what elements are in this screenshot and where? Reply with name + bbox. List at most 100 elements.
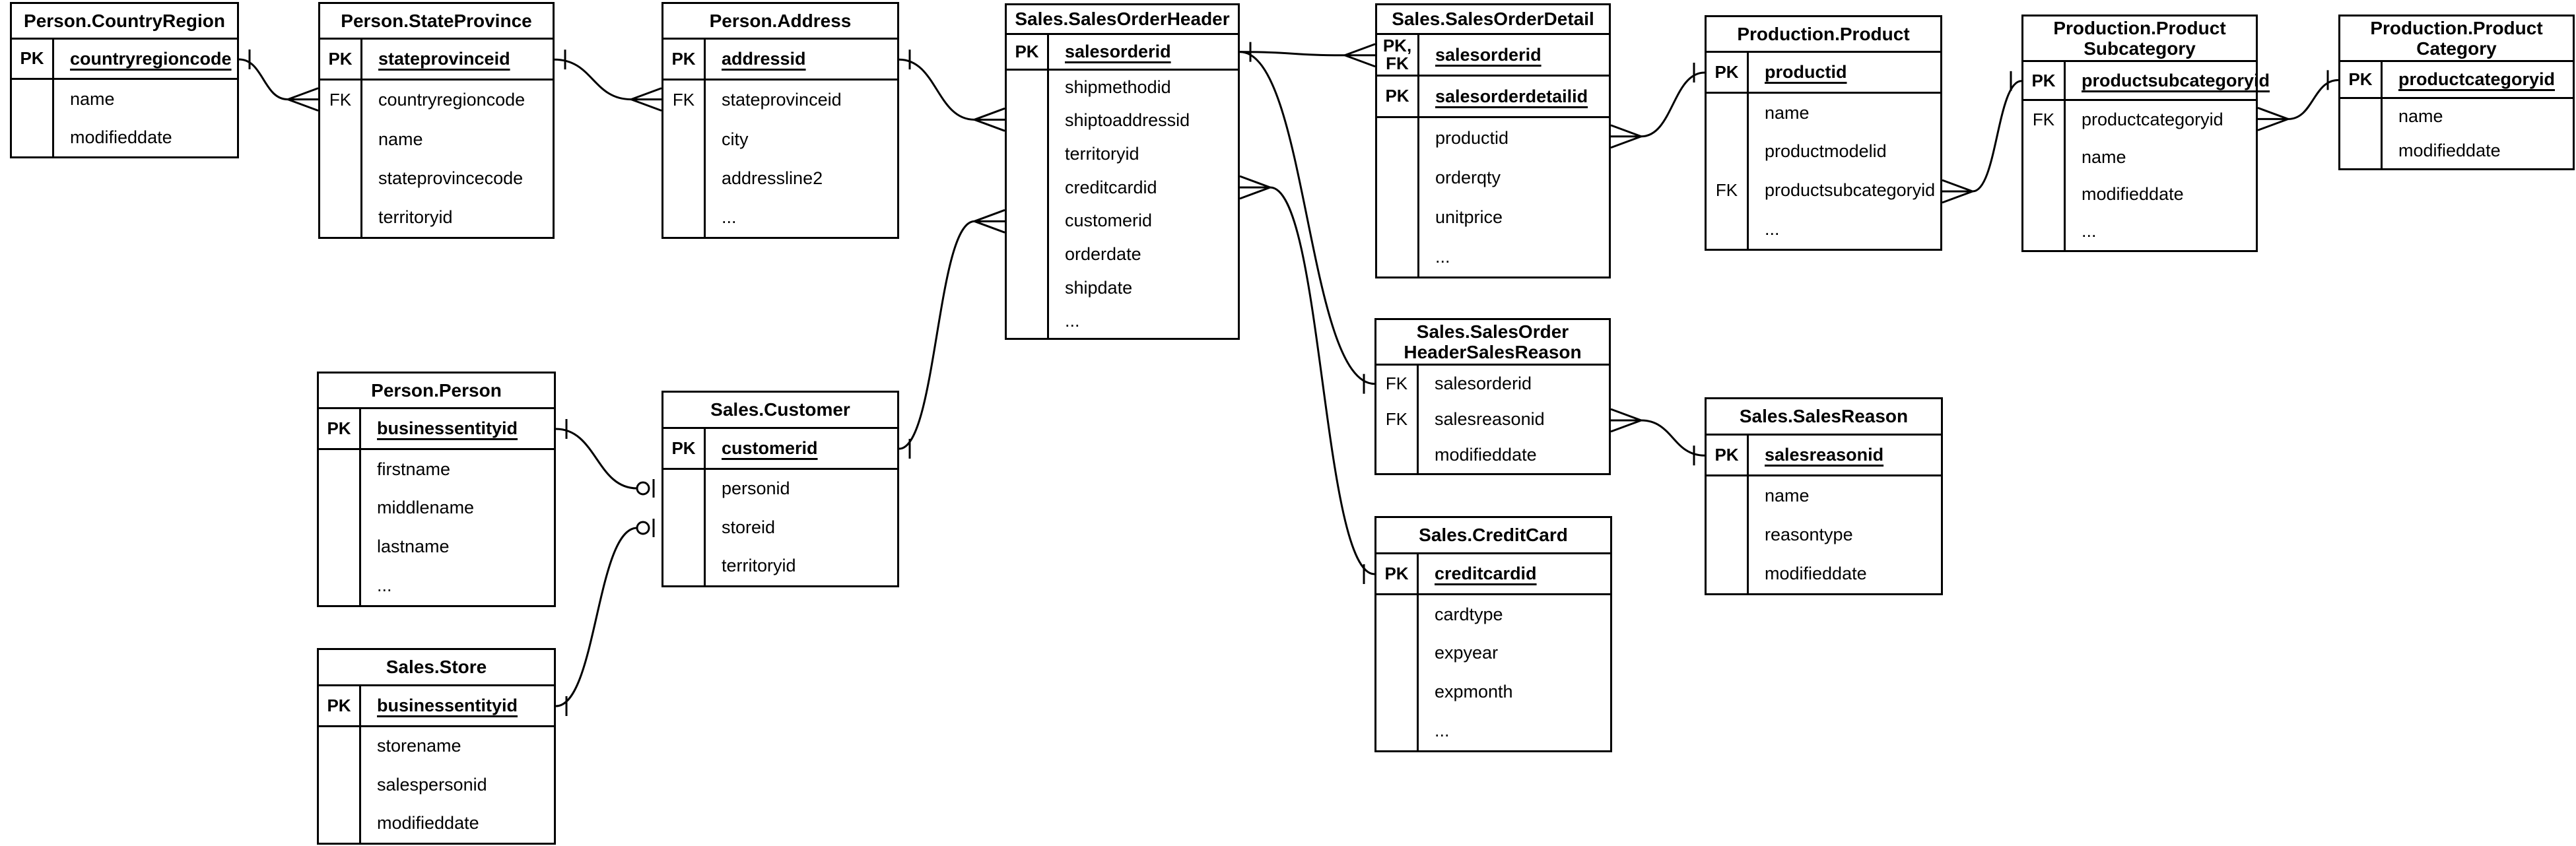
field-name-text: customerid <box>1065 211 1153 231</box>
key-badge <box>319 449 361 489</box>
relationship-person-address-sales-salesorderheader[interactable] <box>898 49 1005 132</box>
relationship-production-productsubcategory-production-productcategory[interactable] <box>2257 70 2339 131</box>
field-name: storename <box>361 727 554 766</box>
field-name-text: expyear <box>1435 643 1499 663</box>
field-row: expyear <box>1376 634 1610 673</box>
field-name-text: cardtype <box>1435 604 1503 624</box>
crows-foot-many-marker <box>1942 179 1973 204</box>
key-badge: PK <box>319 409 361 448</box>
field-name-text: modifieddate <box>377 813 479 833</box>
crows-foot-many-marker <box>974 209 1005 234</box>
key-badge: FK <box>320 81 362 120</box>
field-name-text: shipmethodid <box>1065 77 1171 97</box>
field-name-text: modifieddate <box>2398 141 2501 161</box>
key-badge: FK <box>1376 401 1419 438</box>
key-badge <box>2023 176 2066 213</box>
field-name-text: ... <box>1065 311 1080 331</box>
field-name: name <box>362 119 553 158</box>
field-name-text: shipdate <box>1065 277 1133 298</box>
field-row: storename <box>319 727 554 766</box>
relationship-sales-store-sales-customer[interactable] <box>555 519 655 716</box>
relationship-line <box>555 428 638 490</box>
key-badge <box>1376 437 1419 473</box>
field-name: productmodelid <box>1749 133 1940 172</box>
relationship-sales-customer-sales-salesorderheader[interactable] <box>898 209 1005 459</box>
relationship-production-product-production-productsubcategory[interactable] <box>1942 71 2022 204</box>
field-name: stateprovinceid <box>362 40 553 79</box>
key-badge <box>319 804 361 843</box>
field-name: salesreasonid <box>1419 401 1609 437</box>
field-name: lastname <box>361 527 554 566</box>
relationship-person-person-sales-customer[interactable] <box>555 419 655 498</box>
relationship-person-stateprovince-person-address[interactable] <box>554 49 662 112</box>
field-row: shipdate <box>1007 271 1238 305</box>
key-badge: PK <box>319 686 361 725</box>
field-name: addressline2 <box>706 159 897 198</box>
key-badge <box>1377 197 1419 237</box>
field-name: countryregioncode <box>362 81 553 119</box>
key-badge <box>1377 237 1419 277</box>
cardinality-zero-marker <box>636 481 650 496</box>
field-row: firstname <box>319 449 554 489</box>
relationship-sales-salesorderheader-sales-salesorderdetail[interactable] <box>1239 42 1376 68</box>
field-row: lastname <box>319 527 554 567</box>
field-name-text: city <box>722 129 749 149</box>
relationship-sales-salesorderheadersalesreason-sales-salesreason[interactable] <box>1610 408 1705 466</box>
field-name: territoryid <box>1049 137 1238 171</box>
field-name-text: territoryid <box>722 556 796 576</box>
key-badge <box>663 119 706 159</box>
field-name: productid <box>1419 118 1609 158</box>
field-name-text: stateprovinceid <box>722 90 842 110</box>
key-badge <box>319 527 361 567</box>
key-badge <box>1707 210 1749 249</box>
field-row: salespersonid <box>319 765 554 804</box>
field-name-text: addressid <box>722 49 806 69</box>
relationship-line <box>1239 51 1345 57</box>
field-name: salesorderdetailid <box>1419 77 1609 116</box>
field-name: storeid <box>706 508 897 547</box>
field-name: modifieddate <box>54 118 237 156</box>
field-name-text: personid <box>722 478 790 499</box>
key-badge: PK, FK <box>1377 35 1419 75</box>
field-row: stateprovincecode <box>320 158 553 198</box>
field-row: ... <box>1707 210 1940 249</box>
field-name-text: ... <box>377 575 392 596</box>
field-name-text: creditcardid <box>1435 563 1537 583</box>
key-badge <box>320 197 362 238</box>
relationship-sales-salesorderheader-sales-creditcard[interactable] <box>1239 175 1375 584</box>
field-name-text: businessentityid <box>377 695 518 715</box>
field-row: ... <box>1007 304 1238 339</box>
entity-title: Person.Address <box>663 4 897 40</box>
key-badge <box>1707 132 1749 172</box>
entity-title: Sales.CreditCard <box>1376 518 1610 554</box>
relationship-sales-salesorderdetail-production-product[interactable] <box>1610 63 1705 149</box>
key-badge <box>1707 93 1749 133</box>
field-name-text: name <box>2082 146 2126 167</box>
key-badge: FK <box>2023 101 2066 139</box>
field-name: stateprovincecode <box>362 159 553 198</box>
relationship-sales-salesorderheader-sales-salesorderheadersalesreason[interactable] <box>1239 51 1375 394</box>
relationship-person-countryregion-person-stateprovince[interactable] <box>238 49 319 112</box>
field-name-text: ... <box>1435 721 1450 741</box>
key-badge <box>1707 476 1749 515</box>
field-name-text: reasontype <box>1765 525 1853 544</box>
key-badge <box>663 158 706 198</box>
